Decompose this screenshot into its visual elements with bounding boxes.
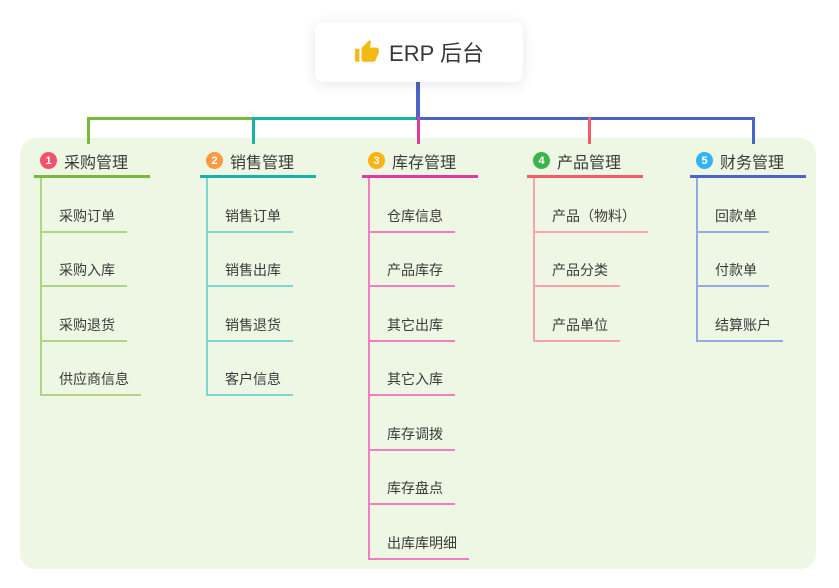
thumbs-up-icon bbox=[354, 39, 380, 65]
branch-label: 采购管理 bbox=[64, 154, 129, 172]
connector-line bbox=[420, 117, 755, 120]
connector-line bbox=[416, 82, 420, 120]
child-node[interactable]: 采购退货 bbox=[42, 287, 127, 342]
branch-4: 4 产品管理产品（物料）产品分类产品单位 bbox=[527, 148, 648, 342]
child-node[interactable]: 产品分类 bbox=[535, 233, 620, 287]
connector-line bbox=[252, 117, 255, 144]
branch-node-1[interactable]: 1 采购管理 bbox=[34, 148, 151, 178]
child-node[interactable]: 产品（物料） bbox=[535, 178, 648, 233]
child-node[interactable]: 结算账户 bbox=[698, 287, 783, 342]
branch-label: 产品管理 bbox=[557, 154, 622, 172]
connector-line bbox=[752, 117, 755, 144]
child-node[interactable]: 销售出库 bbox=[208, 233, 293, 287]
child-node[interactable]: 仓库信息 bbox=[370, 178, 455, 233]
branch-3: 3 库存管理仓库信息产品库存其它出库其它入库库存调拨库存盘点出库库明细 bbox=[362, 148, 479, 560]
connector-line bbox=[417, 117, 420, 144]
branch-children: 销售订单销售出库销售退货客户信息 bbox=[206, 178, 293, 396]
child-node[interactable]: 采购入库 bbox=[42, 233, 127, 287]
branch-number-badge: 5 bbox=[696, 152, 713, 169]
branch-number-badge: 2 bbox=[206, 152, 223, 169]
branch-label: 销售管理 bbox=[230, 154, 295, 172]
child-node[interactable]: 产品库存 bbox=[370, 233, 455, 287]
branch-node-3[interactable]: 3 库存管理 bbox=[362, 148, 479, 178]
child-node[interactable]: 库存调拨 bbox=[370, 396, 455, 451]
child-node[interactable]: 采购订单 bbox=[42, 178, 127, 233]
branch-2: 2 销售管理销售订单销售出库销售退货客户信息 bbox=[200, 148, 317, 396]
branch-children: 采购订单采购入库采购退货供应商信息 bbox=[40, 178, 141, 396]
child-node[interactable]: 付款单 bbox=[698, 233, 769, 287]
root-node[interactable]: ERP 后台 bbox=[315, 22, 523, 82]
branch-number-badge: 1 bbox=[40, 152, 57, 169]
child-node[interactable]: 其它入库 bbox=[370, 342, 455, 396]
child-node[interactable]: 其它出库 bbox=[370, 287, 455, 342]
child-node[interactable]: 供应商信息 bbox=[42, 342, 141, 396]
child-node[interactable]: 出库库明细 bbox=[370, 505, 469, 560]
branch-children: 回款单付款单结算账户 bbox=[696, 178, 783, 342]
branch-node-5[interactable]: 5 财务管理 bbox=[690, 148, 807, 178]
connector-line bbox=[87, 117, 90, 144]
child-node[interactable]: 销售订单 bbox=[208, 178, 293, 233]
branch-number-badge: 4 bbox=[533, 152, 550, 169]
branch-5: 5 财务管理回款单付款单结算账户 bbox=[690, 148, 807, 342]
branch-node-2[interactable]: 2 销售管理 bbox=[200, 148, 317, 178]
branch-number-badge: 3 bbox=[368, 152, 385, 169]
root-title: ERP 后台 bbox=[389, 41, 484, 66]
branch-label: 财务管理 bbox=[720, 154, 785, 172]
child-node[interactable]: 销售退货 bbox=[208, 287, 293, 342]
connector-line bbox=[588, 117, 591, 144]
branch-1: 1 采购管理采购订单采购入库采购退货供应商信息 bbox=[34, 148, 151, 396]
child-node[interactable]: 库存盘点 bbox=[370, 451, 455, 505]
branch-label: 库存管理 bbox=[392, 154, 457, 172]
connector-line bbox=[87, 117, 252, 120]
branch-node-4[interactable]: 4 产品管理 bbox=[527, 148, 644, 178]
child-node[interactable]: 客户信息 bbox=[208, 342, 293, 396]
child-node[interactable]: 回款单 bbox=[698, 178, 769, 233]
branch-children: 产品（物料）产品分类产品单位 bbox=[533, 178, 648, 342]
background-panel bbox=[20, 138, 816, 569]
connector-line bbox=[252, 117, 416, 120]
child-node[interactable]: 产品单位 bbox=[535, 287, 620, 342]
branch-children: 仓库信息产品库存其它出库其它入库库存调拨库存盘点出库库明细 bbox=[368, 178, 469, 560]
